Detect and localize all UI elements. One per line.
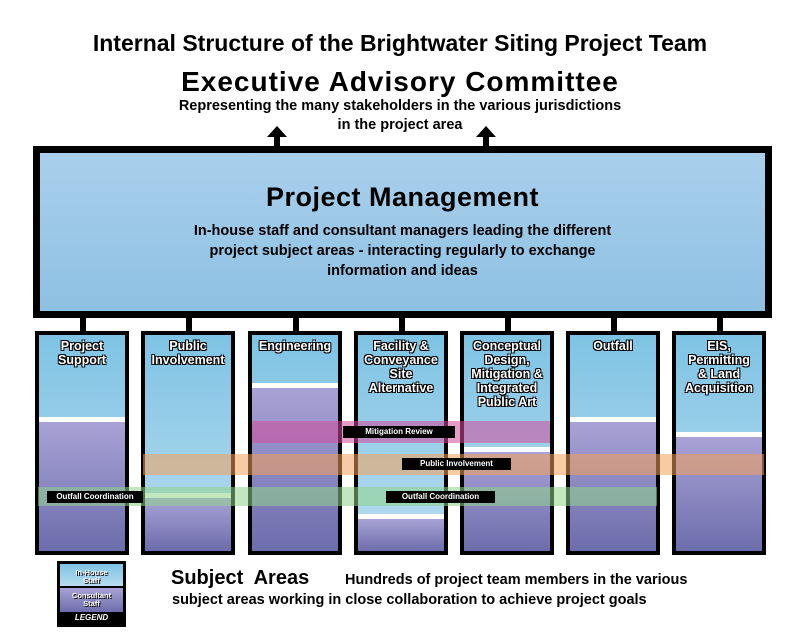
legend-consultant-swatch [60, 588, 123, 612]
connector-line [186, 316, 192, 333]
outfall-coordination-band [38, 487, 657, 506]
connector-line [717, 316, 723, 333]
project-management-title: Project Management [265, 182, 540, 212]
consultant-staff-area [358, 514, 444, 551]
legend-inhouse-label: In-House Staff [75, 568, 108, 585]
legend-inhouse-swatch [60, 564, 123, 586]
legend-title: LEGEND [74, 613, 109, 622]
diagram-title: Internal Structure of the Brightwater Si… [92, 30, 708, 56]
column-engineering: Engineering [248, 331, 342, 555]
project-management-box [33, 146, 772, 318]
connector-line [293, 316, 299, 333]
connector-line [611, 316, 617, 333]
legend-consultant-label: Consultant Staff [71, 591, 112, 608]
project-management-description: In-house staff and consultant managers l… [140, 221, 665, 281]
outfall-coordination-label-left: Outfall Coordination [47, 491, 143, 503]
column-public-involvement: Public Involvement [141, 331, 235, 555]
column-label: Public Involvement [151, 339, 225, 367]
consultant-staff-area [570, 417, 656, 551]
subject-areas-description-line2: subject areas working in close collabora… [172, 592, 647, 608]
subject-areas-title: Subject Areas [171, 567, 310, 589]
column-label: Facility & Conveyance Site Alternative [364, 339, 438, 395]
connector-line [399, 316, 405, 333]
column-label: EIS, Permitting & Land Acquisition [684, 339, 754, 395]
consultant-staff-area [39, 417, 125, 551]
pm-description-line2: project subject areas - interacting regu… [209, 243, 596, 259]
executive-subtitle-line2: in the project area [337, 117, 463, 133]
mitigation-review-label: Mitigation Review [343, 426, 455, 438]
pm-description-line1: In-house staff and consultant managers l… [193, 223, 612, 239]
legend: In-House Staff Consultant Staff LEGEND [57, 561, 126, 627]
connector-line [80, 316, 86, 333]
column-label: Conceptual Design, Mitigation & Integrat… [471, 339, 543, 409]
column-facility-conveyance: Facility & Conveyance Site Alternative [354, 331, 448, 555]
public-involvement-label: Public Involvement [402, 458, 511, 470]
executive-subtitle-line1: Representing the many stakeholders in th… [178, 98, 622, 114]
column-outfall: Outfall [566, 331, 660, 555]
column-project-support: Project Support [35, 331, 129, 555]
column-label: Outfall [593, 339, 633, 353]
subject-areas-description-line1: Hundreds of project team members in the … [345, 572, 688, 588]
column-eis-permitting: EIS, Permitting & Land Acquisition [672, 331, 766, 555]
outfall-coordination-label-right: Outfall Coordination [386, 491, 495, 503]
executive-committee-title: Executive Advisory Committee [181, 66, 619, 97]
connector-line [505, 316, 511, 333]
pm-description-line3: information and ideas [327, 263, 478, 279]
executive-committee-subtitle: Representing the many stakeholders in th… [140, 97, 660, 135]
consultant-staff-area [676, 432, 762, 551]
column-label: Engineering [258, 339, 332, 353]
column-conceptual-design: Conceptual Design, Mitigation & Integrat… [460, 331, 554, 555]
column-label: Project Support [58, 339, 106, 367]
